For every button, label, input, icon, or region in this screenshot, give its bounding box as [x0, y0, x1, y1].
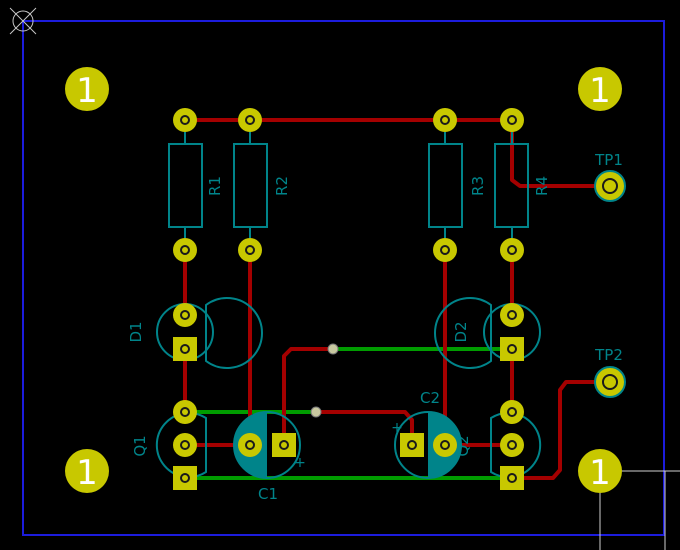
ref-c2: C2	[420, 389, 440, 407]
trace-front[interactable]	[314, 410, 414, 447]
r2-pad[interactable]	[238, 108, 262, 132]
mounting-hole[interactable]: 1	[65, 67, 109, 111]
d1-pad[interactable]	[173, 337, 197, 361]
reference-labels: R1 R2 R3 R4 D1 D2 Q1 Q2 C1 C2 TP1 TP2 + …	[127, 151, 623, 503]
mounting-hole-label: 1	[589, 453, 611, 493]
trace-front[interactable]	[282, 347, 335, 447]
mounting-holes: 1 1 1 1	[65, 67, 622, 493]
r3-pad[interactable]	[433, 238, 457, 262]
q1-pad[interactable]	[173, 400, 197, 424]
r1-pad[interactable]	[173, 108, 197, 132]
c1-pad[interactable]	[272, 433, 296, 457]
q2-pad[interactable]	[500, 433, 524, 457]
r4-pad[interactable]	[500, 238, 524, 262]
mounting-hole-label: 1	[589, 71, 611, 111]
r2-pad[interactable]	[238, 238, 262, 262]
pads	[173, 108, 626, 490]
d2-outline[interactable]	[434, 297, 492, 369]
trace-front[interactable]	[510, 118, 612, 188]
c2-polarity-mark: +	[391, 420, 403, 436]
mounting-hole[interactable]: 1	[65, 449, 109, 493]
d2-pad[interactable]	[500, 337, 524, 361]
ref-c1: C1	[258, 485, 278, 503]
d1-outline[interactable]	[205, 297, 263, 369]
via[interactable]	[327, 343, 339, 355]
c1-pad[interactable]	[238, 433, 262, 457]
tp1-pad[interactable]	[594, 170, 626, 202]
vias	[310, 343, 339, 418]
mounting-hole[interactable]: 1	[578, 449, 622, 493]
r3-pad[interactable]	[433, 108, 457, 132]
c1-polarity-mark: +	[294, 455, 306, 471]
q1-pad[interactable]	[173, 433, 197, 457]
r4-pad[interactable]	[500, 108, 524, 132]
c2-pad[interactable]	[400, 433, 424, 457]
ref-tp2: TP2	[594, 346, 623, 364]
ref-r1: R1	[206, 176, 224, 196]
mounting-hole-label: 1	[76, 453, 98, 493]
q1-pad[interactable]	[173, 466, 197, 490]
q2-pad[interactable]	[500, 400, 524, 424]
trace-front[interactable]	[510, 380, 612, 480]
r1-pad[interactable]	[173, 238, 197, 262]
d1-pad[interactable]	[173, 303, 197, 327]
board-outline	[22, 20, 665, 536]
c2-pad[interactable]	[433, 433, 457, 457]
via[interactable]	[310, 406, 322, 418]
mounting-hole-label: 1	[76, 71, 98, 111]
ref-d2: D2	[452, 321, 470, 342]
origin-marker-icon	[9, 7, 37, 35]
q2-pad[interactable]	[500, 466, 524, 490]
ref-r3: R3	[469, 176, 487, 196]
mounting-hole[interactable]: 1	[578, 67, 622, 111]
d2-pad[interactable]	[500, 303, 524, 327]
ref-d1: D1	[127, 321, 145, 342]
ref-r2: R2	[273, 176, 291, 196]
ref-tp1: TP1	[594, 151, 623, 169]
ref-r4: R4	[533, 176, 551, 196]
tp2-pad[interactable]	[594, 366, 626, 398]
ref-q2: Q2	[454, 435, 472, 456]
ref-q1: Q1	[131, 435, 149, 456]
